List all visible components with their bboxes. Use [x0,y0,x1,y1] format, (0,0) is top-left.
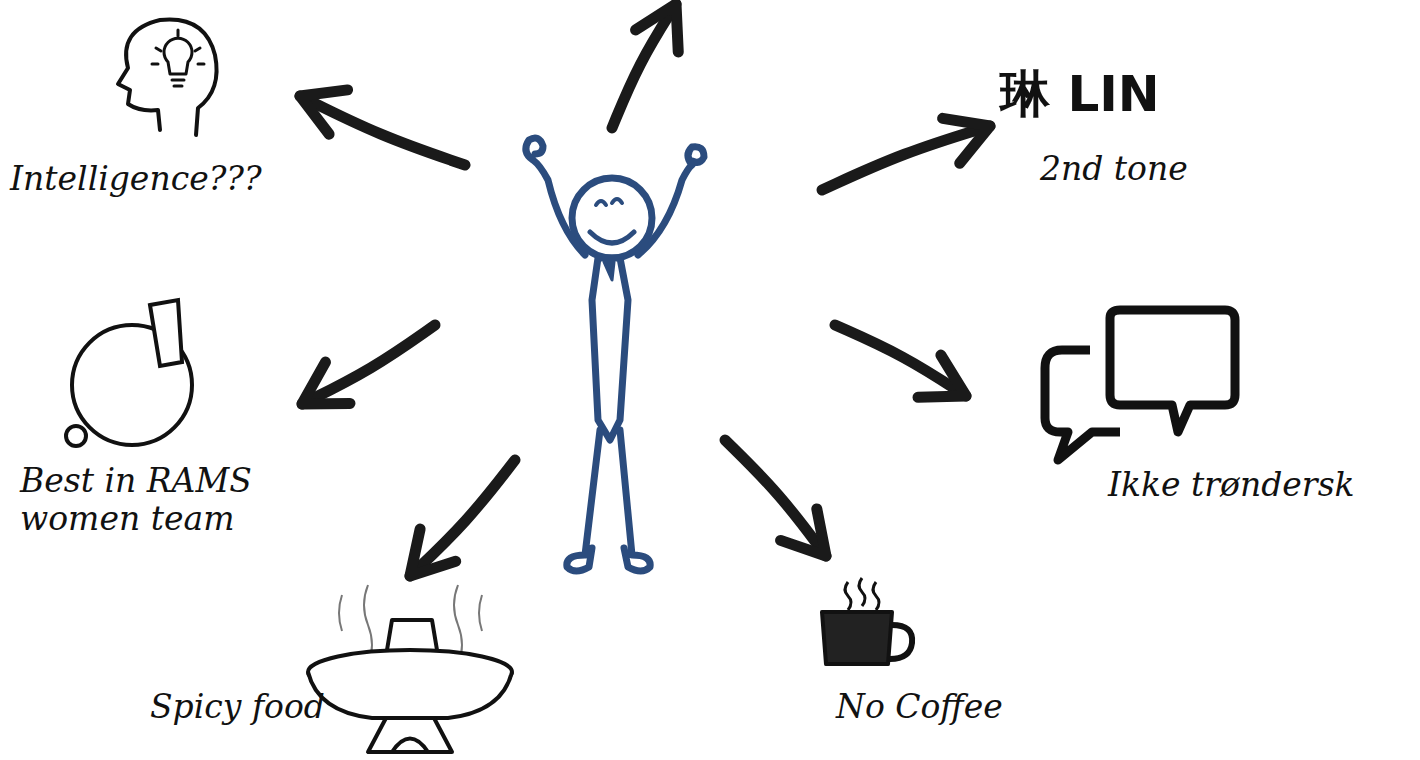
label-text: 2nd tone [1040,150,1280,188]
coffee-cup-icon [822,578,912,664]
figure-head [572,178,652,258]
figure-smile [590,232,634,243]
arrow-head [781,509,826,556]
stick-figure [526,138,704,571]
bulb-rays [152,30,204,64]
thinking-head-icon [118,19,217,135]
decor-arrow [725,440,826,556]
figure-eyes [596,199,622,205]
hotpot-icon [308,585,512,752]
decor-arrow [822,118,990,190]
label-text: 琳 LIN [1000,66,1300,122]
label-text: Intelligence??? [10,160,350,198]
figure-legs [567,430,650,571]
paddle-handle [150,300,182,366]
head-outline [118,19,217,135]
arrow-head [302,362,350,404]
arrow-head [300,90,348,134]
arrow-head [943,118,990,163]
label-text: Spicy food [150,688,380,726]
arrow-shaft [410,460,515,576]
figure-tie-body [592,258,628,440]
pot-base [368,718,452,752]
label-text: No Coffee [836,688,1066,726]
label-text: Ikke trøndersk [1108,466,1418,504]
figure-right-arm [638,147,704,255]
pot-bowl [308,672,512,718]
arrow-shaft [302,325,435,404]
decor-arrow [835,325,966,397]
arrow-group [300,4,990,576]
decor-arrow [410,460,515,576]
arrow-head [636,4,679,52]
arrow-shaft [725,440,826,556]
decor-arrow [302,325,435,404]
lightbulb [164,38,192,86]
speech-bubbles-icon [1045,310,1235,460]
cup-handle [890,625,912,659]
figure-left-arm [526,138,585,255]
figure-tie-knot [604,262,614,280]
paddle-icon [66,300,192,446]
ball [66,426,86,446]
right-bubble [1110,310,1235,432]
label-text: Best in RAMS women team [20,462,295,538]
arrow-head [410,529,456,576]
cup-body [822,612,892,664]
decor-arrow [300,90,465,165]
arrow-head [918,355,966,397]
pot-vent [392,739,428,753]
coffee-steam [845,578,879,610]
decor-arrow [612,4,678,128]
